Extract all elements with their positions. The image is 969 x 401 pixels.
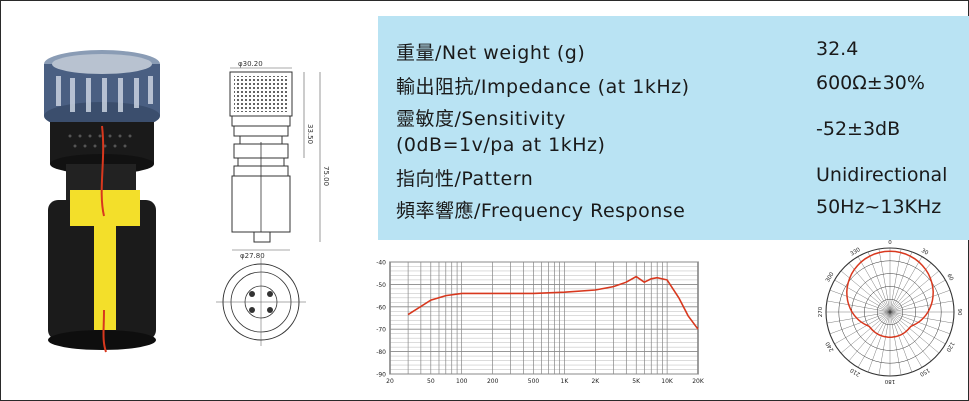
y-tick-label: -50 [376,282,386,289]
spec-sensitivity-label: 靈敏度/Sensitivity [396,108,566,130]
y-tick-label: -40 [376,260,386,267]
polar-spoke [889,311,954,324]
polar-spoke [889,248,902,313]
polar-spoke [867,251,891,313]
polar-spoke [829,311,891,335]
spec-pattern-value: Unidirectional [816,164,948,186]
microphone-photo [44,50,160,353]
polar-angle-label: 300 [825,271,836,284]
polar-angle-label: 330 [849,247,862,258]
polar-spoke [889,311,951,335]
spec-sensitivity-value: -52±3dB [816,118,901,140]
polar-spoke [826,311,891,324]
polar-spoke [889,289,951,313]
spec-pattern-label: 指向性/Pattern [396,168,534,190]
polar-spoke [834,279,891,313]
x-tick-label: 1K [561,378,570,385]
x-tick-label: 20 [386,378,394,385]
polar-angle-label: 180 [884,378,895,384]
spec-frequency-label: 頻率響應/Frequency Response [396,200,686,222]
polar-spoke [829,289,891,313]
spec-weight-label: 重量/Net weight (g) [396,42,586,64]
polar-angle-label: 150 [918,367,931,378]
specs-panel: 重量/Net weight (g) 32.4 輸出阻抗/Impedance (a… [378,16,969,240]
x-tick-label: 5K [632,378,641,385]
polar-angle-label: 270 [818,306,824,317]
polar-spoke [889,311,923,368]
polar-spoke [889,256,923,313]
polar-spoke [834,311,891,345]
spec-impedance-value: 600Ω±30% [816,72,925,94]
x-tick-label: 100 [456,378,468,385]
y-tick-label: -80 [376,349,386,356]
y-tick-label: -90 [376,372,386,379]
polar-spoke [889,311,902,376]
polar-spoke [889,311,913,373]
y-tick-label: -70 [376,327,386,334]
spec-frequency-value: 50Hz~13KHz [816,196,942,218]
polar-pattern-curve [846,250,934,338]
dimension-drawing: φ30.20 33.50 75.00 φ27.80 [216,60,330,346]
x-tick-label: 50 [427,378,435,385]
dim-bottom-label: φ27.80 [240,252,265,260]
x-tick-label: 20K [692,378,705,385]
x-tick-label: 200 [487,378,499,385]
polar-angle-label: 210 [849,366,862,377]
polar-pattern-chart: 0 30 60 90 120 150 180 210 240 270 300 330 [818,240,962,384]
y-tick-label: -60 [376,304,386,311]
polar-spoke [878,311,891,376]
spec-weight-value: 32.4 [816,38,859,60]
x-tick-label: 500 [528,378,540,385]
polar-spoke [889,279,946,313]
polar-spoke [857,311,891,368]
polar-spoke [826,300,891,313]
x-tick-label: 2K [591,378,600,385]
response-curve [407,275,699,330]
spec-impedance-label: 輸出阻抗/Impedance (at 1kHz) [396,76,690,98]
polar-spoke [889,311,940,354]
polar-angle-label: 90 [956,309,962,316]
polar-spoke [889,251,913,313]
polar-spoke [848,262,891,313]
polar-spoke [889,262,932,313]
polar-spoke [878,248,891,313]
polar-angle-label: 120 [944,340,955,353]
polar-spoke [867,311,891,373]
polar-spoke [840,311,891,354]
polar-angle-label: 30 [920,248,929,257]
dim-height1-label: 33.50 [306,124,314,144]
dim-top-label: φ30.20 [238,60,263,68]
polar-angle-label: 0 [888,240,892,246]
polar-spoke [857,256,891,313]
polar-spoke [889,300,954,313]
x-tick-label: 10K [661,378,674,385]
spec-sensitivity-sublabel: (0dB=1v/pa at 1kHz) [396,134,606,156]
polar-spoke [848,311,891,362]
polar-angle-label: 240 [825,340,836,353]
polar-spoke [889,311,932,362]
polar-spoke [889,311,946,345]
dim-height2-label: 75.00 [322,166,330,186]
polar-angle-label: 60 [945,273,954,282]
